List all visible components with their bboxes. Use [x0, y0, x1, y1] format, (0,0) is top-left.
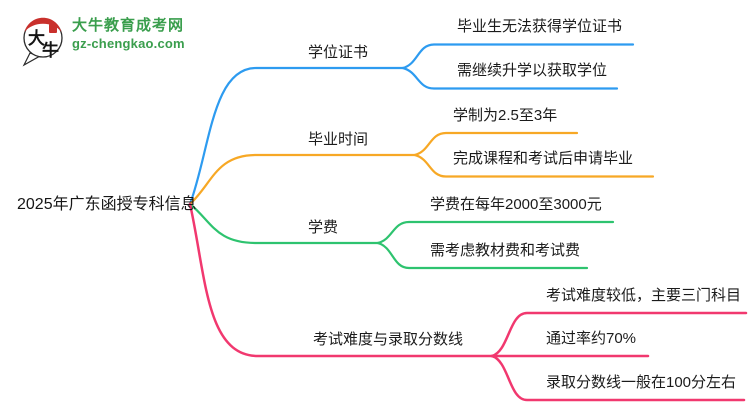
branch-2-lines: [188, 131, 655, 206]
logo-domain: gz-chengkao.com: [72, 36, 185, 51]
svg-text:大: 大: [28, 28, 45, 48]
branch-4-label: 考试难度与录取分数线: [313, 331, 464, 348]
branch-2-leaf-2-label: 完成课程和考试后申请毕业: [453, 150, 634, 167]
branch-3-leaf-1-label: 学费在每年2000至3000元: [430, 196, 602, 213]
branch-3-label: 学费: [308, 219, 339, 236]
branch-4-leaf-2-label: 通过率约70%: [546, 330, 637, 347]
root-node-label: 2025年广东函授专科信息: [17, 196, 197, 213]
branch-1-leaf-1-label: 毕业生无法获得学位证书: [457, 18, 623, 35]
logo-bull-speech-bubble-icon: 大 牛: [22, 17, 63, 67]
svg-text:牛: 牛: [42, 40, 59, 60]
branch-2-label: 毕业时间: [308, 131, 369, 148]
branch-3-lines: [188, 202, 615, 270]
branch-1-label: 学位证书: [308, 44, 369, 61]
branch-4-lines: [188, 202, 748, 402]
branch-3-leaf-2-label: 需考虑教材费和考试费: [430, 242, 581, 259]
branch-4-leaf-3-label: 录取分数线一般在100分左右: [546, 374, 737, 391]
branch-2-leaf-1-label: 学制为2.5至3年: [453, 107, 558, 124]
branch-1-lines: [188, 43, 635, 206]
branch-4-leaf-1-label: 考试难度较低，主要三门科目: [546, 287, 742, 304]
site-logo: 大 牛 大牛教育成考网 gz-chengkao.com: [20, 11, 240, 67]
logo-title: 大牛教育成考网: [72, 17, 185, 34]
branch-1-leaf-2-label: 需继续升学以获取学位: [457, 62, 608, 79]
